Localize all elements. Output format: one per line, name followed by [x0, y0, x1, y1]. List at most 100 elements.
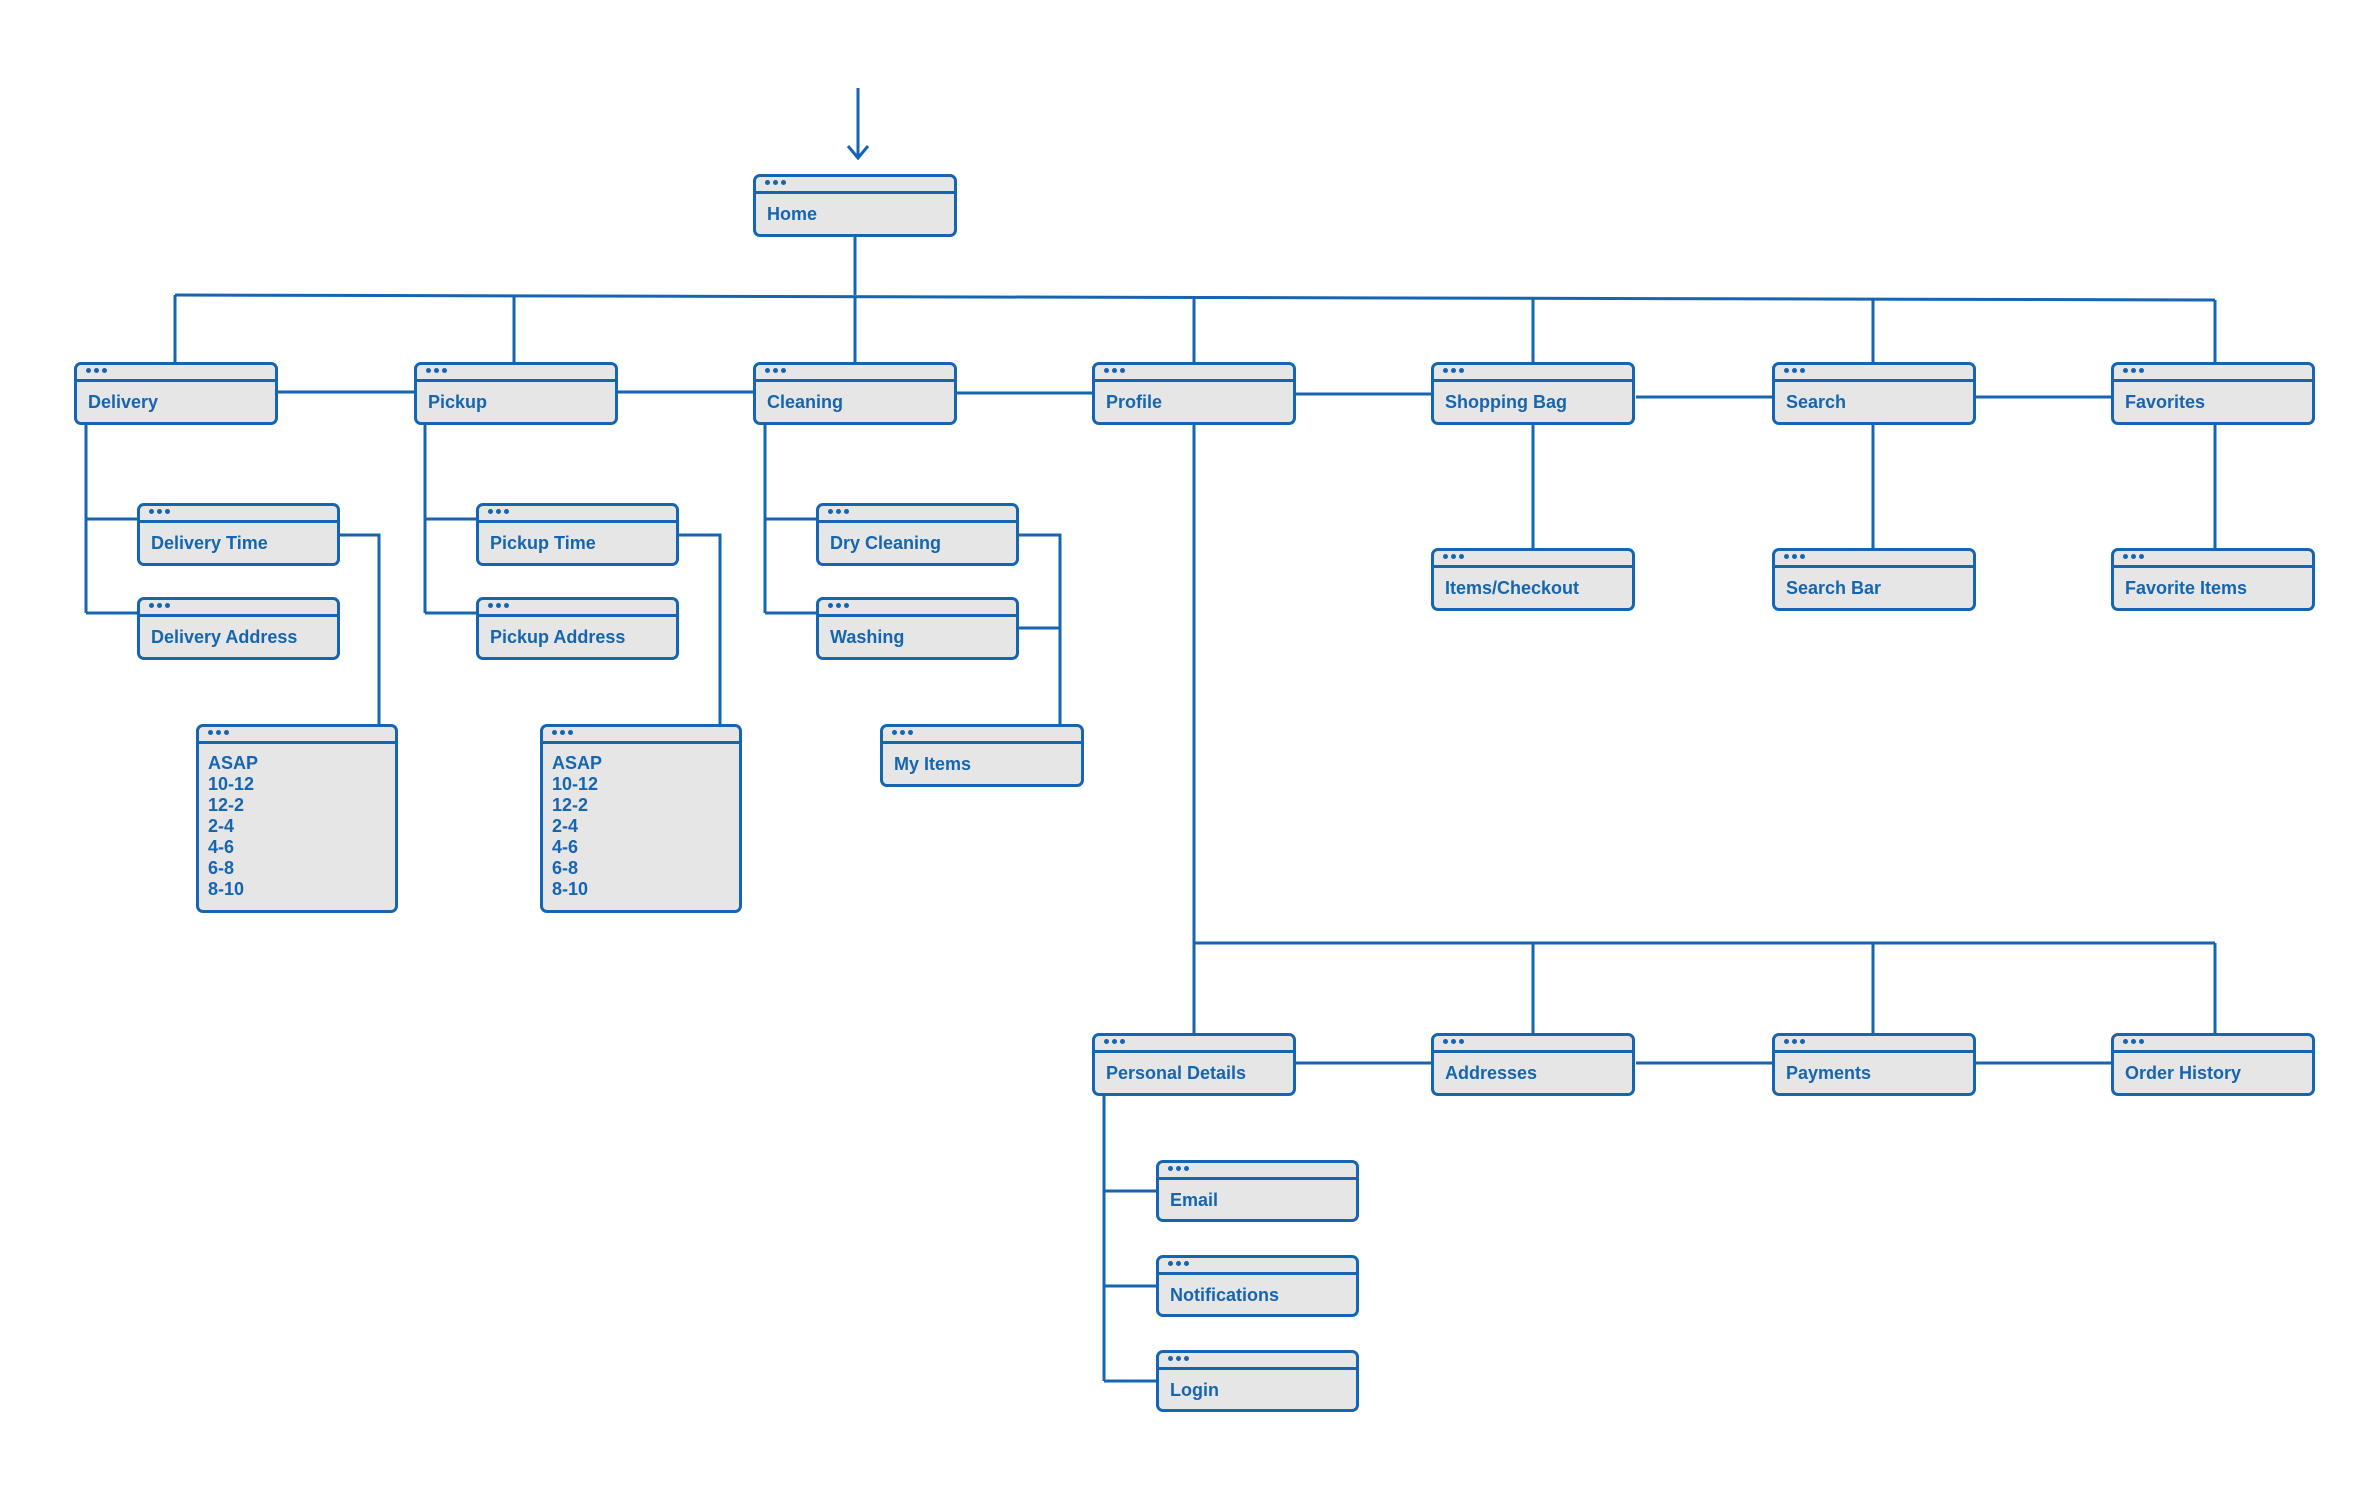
window-dots-icon	[1784, 1039, 1805, 1044]
node-favorites[interactable]: Favorites	[2111, 362, 2315, 425]
window-dots-icon	[1104, 368, 1125, 373]
time-slot[interactable]: 10-12	[208, 774, 255, 794]
window-dots-icon	[1784, 368, 1805, 373]
time-slot[interactable]: 6-8	[552, 858, 579, 878]
node-pickup-slots[interactable]: ASAP 10-12 12-2 2-4 4-6 6-8 8-10	[540, 724, 742, 913]
time-slot-list: ASAP 10-12 12-2 2-4 4-6 6-8 8-10	[552, 753, 602, 900]
window-dots-icon	[1168, 1261, 1189, 1266]
node-label: Pickup Address	[490, 627, 626, 647]
window-dots-icon	[828, 509, 849, 514]
window-dots-icon	[1168, 1356, 1189, 1361]
window-bar	[819, 506, 1016, 523]
node-shopping-bag[interactable]: Shopping Bag	[1431, 362, 1635, 425]
time-slot[interactable]: 12-2	[552, 795, 589, 815]
window-bar	[140, 600, 337, 617]
window-bar	[756, 365, 954, 382]
node-label: Search	[1786, 392, 1847, 412]
window-dots-icon	[2123, 368, 2144, 373]
window-dots-icon	[828, 603, 849, 608]
top-bus	[174, 293, 2216, 302]
window-bar	[140, 506, 337, 523]
node-label: Pickup Time	[490, 533, 596, 553]
time-slot[interactable]: 8-10	[552, 879, 589, 899]
node-label: Delivery Time	[151, 533, 268, 553]
window-bar	[819, 600, 1016, 617]
node-delivery-time[interactable]: Delivery Time	[137, 503, 340, 566]
node-label: Dry Cleaning	[830, 533, 942, 553]
window-dots-icon	[2123, 554, 2144, 559]
node-notifications[interactable]: Notifications	[1156, 1255, 1359, 1317]
node-home[interactable]: Home	[753, 174, 957, 237]
window-dots-icon	[2123, 1039, 2144, 1044]
node-delivery-address[interactable]: Delivery Address	[137, 597, 340, 660]
time-slot[interactable]: ASAP	[208, 753, 259, 773]
window-dots-icon	[1443, 368, 1464, 373]
time-slot[interactable]: 2-4	[208, 816, 235, 836]
time-slot[interactable]: 2-4	[552, 816, 579, 836]
node-label: Delivery Address	[151, 627, 298, 647]
window-dots-icon	[149, 509, 170, 514]
node-delivery-slots[interactable]: ASAP 10-12 12-2 2-4 4-6 6-8 8-10	[196, 724, 398, 913]
time-slot[interactable]: 4-6	[208, 837, 235, 857]
window-dots-icon	[765, 368, 786, 373]
node-label: My Items	[894, 754, 972, 774]
node-search[interactable]: Search	[1772, 362, 1976, 425]
node-label: Login	[1170, 1380, 1219, 1400]
window-dots-icon	[552, 730, 573, 735]
node-washing[interactable]: Washing	[816, 597, 1019, 660]
time-slot[interactable]: 12-2	[208, 795, 245, 815]
window-dots-icon	[1784, 554, 1805, 559]
node-pickup-address[interactable]: Pickup Address	[476, 597, 679, 660]
window-bar	[1775, 365, 1973, 382]
node-profile[interactable]: Profile	[1092, 362, 1296, 425]
node-cleaning[interactable]: Cleaning	[753, 362, 957, 425]
node-label: Favorites	[2125, 392, 2206, 412]
node-search-bar[interactable]: Search Bar	[1772, 548, 1976, 611]
node-login[interactable]: Login	[1156, 1350, 1359, 1412]
time-slot[interactable]: ASAP	[552, 753, 603, 773]
node-delivery[interactable]: Delivery	[74, 362, 278, 425]
window-dots-icon	[208, 730, 229, 735]
window-dots-icon	[765, 180, 786, 185]
window-bar	[543, 727, 739, 744]
window-dots-icon	[488, 509, 509, 514]
node-my-items[interactable]: My Items	[880, 724, 1084, 787]
node-email[interactable]: Email	[1156, 1160, 1359, 1222]
node-order-history[interactable]: Order History	[2111, 1033, 2315, 1096]
time-slot[interactable]: 6-8	[208, 858, 235, 878]
window-bar	[2114, 551, 2312, 568]
window-bar	[77, 365, 275, 382]
window-dots-icon	[1168, 1166, 1189, 1171]
node-label: Payments	[1786, 1063, 1872, 1083]
window-dots-icon	[1443, 1039, 1464, 1044]
window-bar	[756, 177, 954, 194]
node-label: Profile	[1106, 392, 1163, 412]
window-bar	[1775, 1036, 1973, 1053]
node-payments[interactable]: Payments	[1772, 1033, 1976, 1096]
node-personal-details[interactable]: Personal Details	[1092, 1033, 1296, 1096]
window-bar	[883, 727, 1081, 744]
node-label: Home	[767, 204, 818, 224]
time-slot[interactable]: 8-10	[208, 879, 245, 899]
window-bar	[2114, 365, 2312, 382]
node-pickup-time[interactable]: Pickup Time	[476, 503, 679, 566]
time-slot[interactable]: 4-6	[552, 837, 579, 857]
node-label: Addresses	[1445, 1063, 1538, 1083]
window-bar	[1434, 365, 1632, 382]
window-dots-icon	[149, 603, 170, 608]
window-bar	[1095, 365, 1293, 382]
node-label: Personal Details	[1106, 1063, 1247, 1083]
window-bar	[1434, 1036, 1632, 1053]
time-slot[interactable]: 10-12	[552, 774, 599, 794]
node-label: Pickup	[428, 392, 488, 412]
node-pickup[interactable]: Pickup	[414, 362, 618, 425]
window-dots-icon	[426, 368, 447, 373]
node-label: Email	[1170, 1190, 1219, 1210]
node-favorite-items[interactable]: Favorite Items	[2111, 548, 2315, 611]
node-addresses[interactable]: Addresses	[1431, 1033, 1635, 1096]
node-dry-cleaning[interactable]: Dry Cleaning	[816, 503, 1019, 566]
node-label: Delivery	[88, 392, 159, 412]
node-items-checkout[interactable]: Items/Checkout	[1431, 548, 1635, 611]
